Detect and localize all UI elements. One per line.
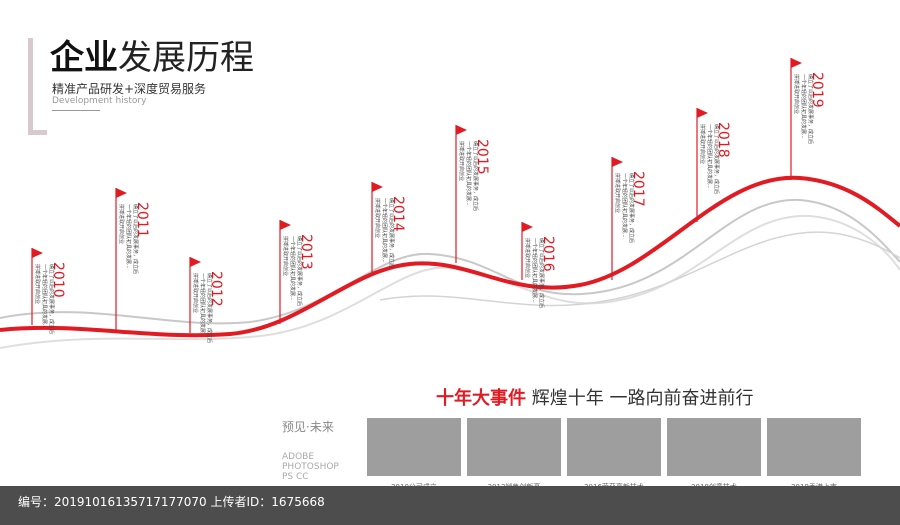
event-photo-5 (767, 418, 861, 476)
events-headline: 十年大事件 辉煌十年 一路向前奋进前行 (436, 388, 754, 409)
timeline-desc-line: 确立了以后的发展事务，成立后 (296, 236, 302, 307)
flag-icon (116, 188, 127, 198)
timeline-desc-line: 确立了以后的发展事务，成立后 (472, 141, 478, 212)
timeline-desc-line: 确立了以后的发展事务，成立后 (538, 238, 544, 309)
timeline-desc-line: 拼搏进取开启创业 (192, 273, 198, 314)
timeline-desc-line: 拼搏进取开启创业 (282, 236, 288, 277)
timeline-desc-line: 一个年轻的团队初具的发展... (621, 173, 627, 238)
flag-icon (280, 220, 291, 230)
flag-icon (522, 222, 533, 232)
timeline-desc-line: 拼搏进取开启创业 (699, 124, 705, 165)
timeline-desc-line: 一个年轻的团队初具的发展... (125, 204, 131, 269)
timeline-desc-line: 拼搏进取开启创业 (374, 198, 380, 239)
timeline-desc-line: 一个年轻的团队初具的发展... (381, 198, 387, 263)
timeline-desc-line: 确立了以后的发展事务，成立后 (132, 204, 138, 275)
timeline-desc-line: 一个年轻的团队初具的发展... (199, 273, 205, 338)
footer-bar: 编号：20191016135717177070 上传者ID：1675668 (0, 486, 900, 525)
event-photo-4 (667, 418, 761, 476)
timeline-desc-line: 一个年轻的团队初具的发展... (465, 141, 471, 206)
event-photo-2 (467, 418, 561, 476)
timeline-desc-line: 一个年轻的团队初具的发展... (289, 236, 295, 301)
footer-text: 编号：20191016135717177070 上传者ID：1675668 (18, 495, 325, 509)
foresee-text: 预见·未来 (282, 420, 334, 434)
gray-wave-1 (0, 198, 900, 325)
timeline-desc-line: 拼搏进取开启创业 (34, 264, 40, 305)
flag-icon (456, 125, 467, 135)
timeline-desc-line: 确立了以后的发展事务，成立后 (713, 124, 719, 195)
flag-icon (372, 182, 383, 192)
timeline-desc-line: 拼搏进取开启创业 (524, 238, 530, 279)
flag-icon (32, 248, 43, 258)
timeline-desc-line: 一个年轻的团队初具的发展... (531, 238, 537, 303)
timeline-desc-line: 确立了以后的发展事务，成立后 (388, 198, 394, 269)
timeline-desc-line: 确立了以后的发展事务，成立后 (807, 74, 813, 145)
gray-wave-3 (379, 231, 900, 307)
title-bracket (28, 38, 47, 135)
timeline-desc-line: 一个年轻的团队初具的发展... (800, 74, 806, 139)
flag-icon (791, 58, 802, 68)
timeline-desc-line: 拼搏进取开启创业 (458, 141, 464, 182)
timeline-desc-line: 确立了以后的发展事务，成立后 (206, 273, 212, 344)
page-subtitle: 精准产品研发+深度贸易服务 (52, 82, 207, 96)
timeline-desc-line: 确立了以后的发展事务，成立后 (48, 264, 54, 335)
event-photo-1 (367, 418, 461, 476)
flag-icon (612, 157, 623, 167)
timeline-desc-line: 确立了以后的发展事务，成立后 (628, 173, 634, 244)
flag-icon (697, 108, 708, 118)
timeline-desc-line: 拼搏进取开启创业 (793, 74, 799, 115)
page-subtitle-en: Development history (52, 96, 147, 106)
event-photo-3 (567, 418, 661, 476)
timeline-desc-line: 拼搏进取开启创业 (118, 204, 124, 245)
flag-icon (190, 257, 201, 267)
red-wave (0, 175, 900, 338)
timeline-desc-line: 一个年轻的团队初具的发展... (706, 124, 712, 189)
adobe-text: ADOBE PHOTOSHOP PS CC (282, 452, 339, 482)
timeline-desc-line: 拼搏进取开启创业 (614, 173, 620, 214)
timeline-desc-line: 一个年轻的团队初具的发展... (41, 264, 47, 329)
title-divider (52, 110, 100, 111)
page-title: 企业发展历程 (50, 38, 254, 78)
